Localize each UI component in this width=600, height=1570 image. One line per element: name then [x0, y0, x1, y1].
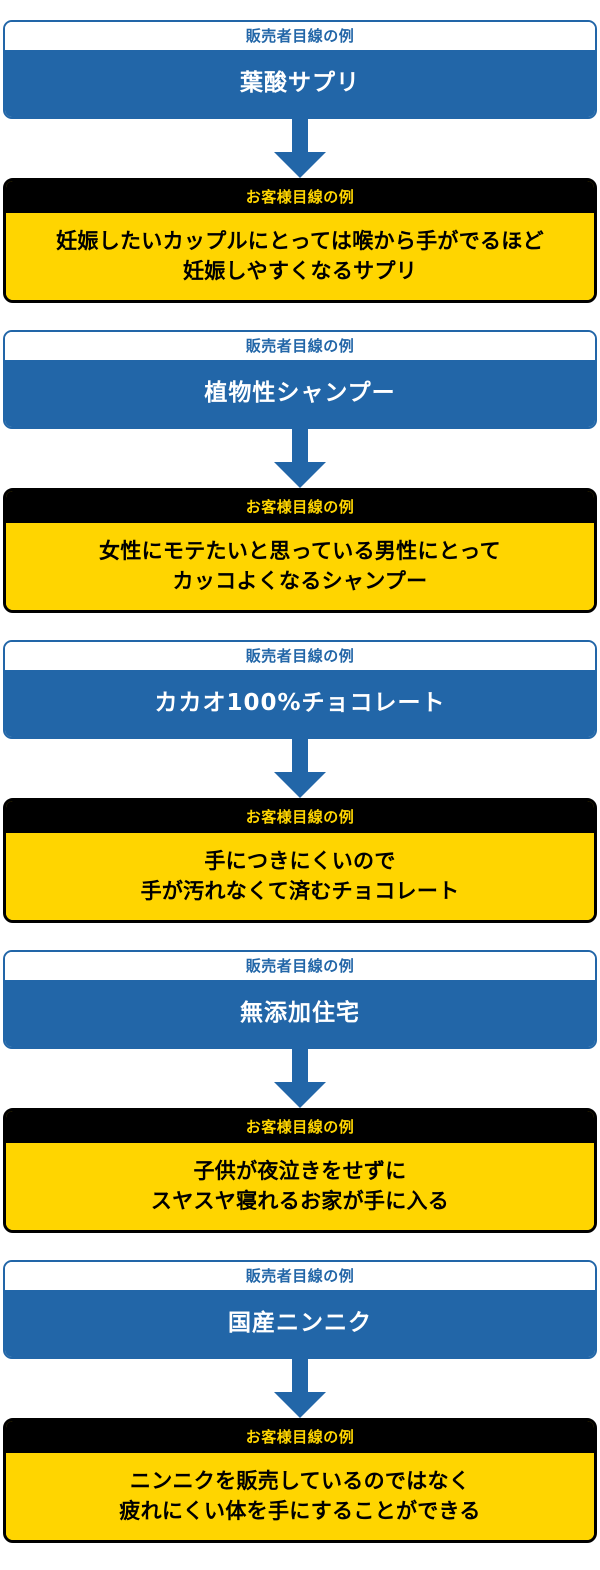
customer-card-body-4: 子供が夜泣きをせずに スヤスヤ寝れるお家が手に入る: [6, 1143, 594, 1230]
seller-card-header-2: 販売者目線の例: [5, 332, 595, 360]
example-block-2: 販売者目線の例 植物性シャンプー お客様目線の例 女性にモテたいと思っている男性…: [0, 330, 600, 613]
arrow-connector-1: [0, 119, 600, 178]
customer-header-label: お客様目線の例: [245, 1117, 355, 1136]
example-block-4: 販売者目線の例 無添加住宅 お客様目線の例 子供が夜泣きをせずに スヤスヤ寝れる…: [0, 950, 600, 1233]
seller-header-label: 販売者目線の例: [245, 26, 355, 45]
seller-card-3: 販売者目線の例 カカオ100%チョコレート: [3, 640, 597, 739]
customer-header-label: お客様目線の例: [245, 807, 355, 826]
down-arrow-icon: [274, 739, 326, 798]
arrow-connector-3: [0, 739, 600, 798]
customer-card-body-1: 妊娠したいカップルにとっては喉から手がでるほど 妊娠しやすくなるサプリ: [6, 213, 594, 300]
customer-card-2: お客様目線の例 女性にモテたいと思っている男性にとって カッコよくなるシャンプー: [3, 488, 597, 613]
customer-header-label: お客様目線の例: [245, 187, 355, 206]
example-block-3: 販売者目線の例 カカオ100%チョコレート お客様目線の例 手につきにくいので …: [0, 640, 600, 923]
seller-card-5: 販売者目線の例 国産ニンニク: [3, 1260, 597, 1359]
customer-card-header-1: お客様目線の例: [6, 181, 594, 213]
seller-product-text: 植物性シャンプー: [204, 380, 396, 407]
arrow-connector-5: [0, 1359, 600, 1418]
seller-card-body-1: 葉酸サプリ: [5, 50, 595, 117]
arrow-connector-2: [0, 429, 600, 488]
seller-card-1: 販売者目線の例 葉酸サプリ: [3, 20, 597, 119]
seller-product-text: 葉酸サプリ: [240, 70, 360, 97]
down-arrow-icon: [274, 1049, 326, 1108]
customer-header-label: お客様目線の例: [245, 1427, 355, 1446]
customer-benefit-text: 妊娠したいカップルにとっては喉から手がでるほど 妊娠しやすくなるサプリ: [56, 228, 544, 283]
seller-product-text: 無添加住宅: [240, 1000, 360, 1027]
customer-card-body-2: 女性にモテたいと思っている男性にとって カッコよくなるシャンプー: [6, 523, 594, 610]
customer-card-1: お客様目線の例 妊娠したいカップルにとっては喉から手がでるほど 妊娠しやすくなる…: [3, 178, 597, 303]
customer-header-label: お客様目線の例: [245, 497, 355, 516]
seller-header-label: 販売者目線の例: [245, 1266, 355, 1285]
seller-card-body-3: カカオ100%チョコレート: [5, 670, 595, 737]
seller-header-label: 販売者目線の例: [245, 956, 355, 975]
customer-card-body-3: 手につきにくいので 手が汚れなくて済むチョコレート: [6, 833, 594, 920]
customer-card-5: お客様目線の例 ニンニクを販売しているのではなく 疲れにくい体を手にすることがで…: [3, 1418, 597, 1543]
example-block-5: 販売者目線の例 国産ニンニク お客様目線の例 ニンニクを販売しているのではなく …: [0, 1260, 600, 1543]
seller-card-body-2: 植物性シャンプー: [5, 360, 595, 427]
down-arrow-icon: [274, 119, 326, 178]
customer-card-header-3: お客様目線の例: [6, 801, 594, 833]
seller-header-label: 販売者目線の例: [245, 646, 355, 665]
seller-card-4: 販売者目線の例 無添加住宅: [3, 950, 597, 1049]
seller-card-body-5: 国産ニンニク: [5, 1290, 595, 1357]
customer-card-body-5: ニンニクを販売しているのではなく 疲れにくい体を手にすることができる: [6, 1453, 594, 1540]
customer-card-header-2: お客様目線の例: [6, 491, 594, 523]
customer-card-header-4: お客様目線の例: [6, 1111, 594, 1143]
customer-card-3: お客様目線の例 手につきにくいので 手が汚れなくて済むチョコレート: [3, 798, 597, 923]
customer-benefit-text: 女性にモテたいと思っている男性にとって カッコよくなるシャンプー: [99, 538, 501, 593]
down-arrow-icon: [274, 1359, 326, 1418]
customer-benefit-text: 手につきにくいので 手が汚れなくて済むチョコレート: [140, 848, 460, 903]
seller-card-header-3: 販売者目線の例: [5, 642, 595, 670]
customer-benefit-text: 子供が夜泣きをせずに スヤスヤ寝れるお家が手に入る: [150, 1158, 450, 1213]
seller-product-text: 国産ニンニク: [228, 1310, 372, 1337]
example-block-1: 販売者目線の例 葉酸サプリ お客様目線の例 妊娠したいカップルにとっては喉から手…: [0, 20, 600, 303]
customer-card-4: お客様目線の例 子供が夜泣きをせずに スヤスヤ寝れるお家が手に入る: [3, 1108, 597, 1233]
seller-header-label: 販売者目線の例: [245, 336, 355, 355]
seller-card-header-5: 販売者目線の例: [5, 1262, 595, 1290]
seller-card-header-4: 販売者目線の例: [5, 952, 595, 980]
arrow-connector-4: [0, 1049, 600, 1108]
seller-card-2: 販売者目線の例 植物性シャンプー: [3, 330, 597, 429]
customer-card-header-5: お客様目線の例: [6, 1421, 594, 1453]
customer-benefit-text: ニンニクを販売しているのではなく 疲れにくい体を手にすることができる: [119, 1468, 481, 1523]
seller-card-header-1: 販売者目線の例: [5, 22, 595, 50]
down-arrow-icon: [274, 429, 326, 488]
seller-product-text: カカオ100%チョコレート: [154, 690, 446, 717]
seller-card-body-4: 無添加住宅: [5, 980, 595, 1047]
